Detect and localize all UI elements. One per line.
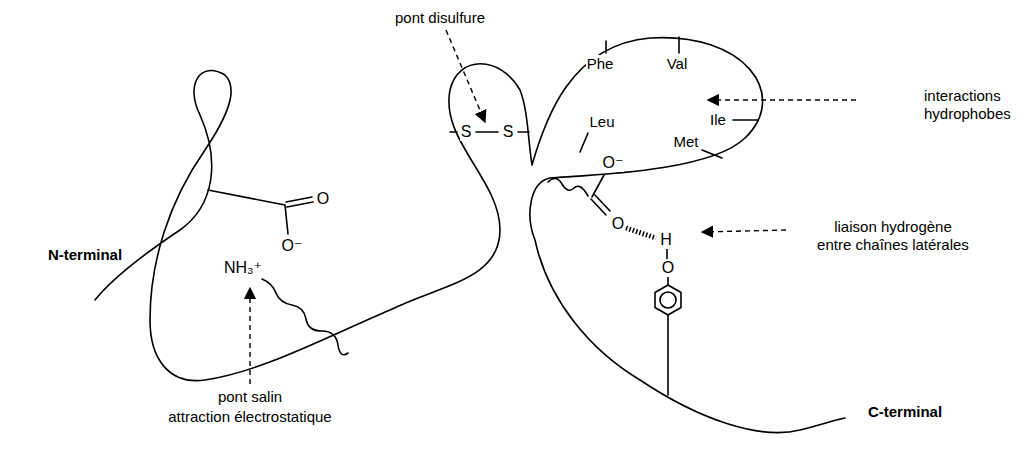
carboxylate-side-chain <box>548 175 610 215</box>
phenyl-ring-inner <box>660 292 676 308</box>
phenyl-ring <box>655 285 681 315</box>
pointer-arrow <box>702 230 786 232</box>
lysine-side-chain <box>262 279 348 355</box>
callout-label: attraction électrostatique <box>167 408 332 426</box>
callout-label: pont disulfure <box>394 9 486 27</box>
residue-label: Met <box>672 133 699 151</box>
atom-label: O <box>611 215 625 233</box>
callout-label: pont salin <box>217 388 283 406</box>
atom-label: S <box>502 123 515 141</box>
residue-label: Leu <box>588 113 615 131</box>
residue-label: Phe <box>586 55 615 73</box>
atom-label: O <box>316 190 330 208</box>
terminus-label: C-terminal <box>867 403 943 421</box>
callout-label: liaison hydrogène entre chaînes latérale… <box>816 218 971 254</box>
pointer-arrow <box>446 30 485 122</box>
carboxylate-side-chain <box>208 190 313 234</box>
hydrogen-bond <box>626 228 656 238</box>
atom-label: O <box>661 259 675 277</box>
residue-label: Ile <box>709 111 727 129</box>
atom-label: H <box>659 231 673 249</box>
side-chain-tick <box>580 37 758 158</box>
terminus-label: N-terminal <box>47 246 123 264</box>
atom-label: O⁻ <box>281 237 304 255</box>
pointer-arrow <box>708 99 856 100</box>
residue-label: Val <box>666 55 689 73</box>
atom-label: S <box>460 123 473 141</box>
polypeptide-chain <box>95 38 845 433</box>
pointer-arrow <box>249 288 250 384</box>
callout-label: interactions hydrophobes <box>923 87 947 123</box>
atom-label: O⁻ <box>602 154 625 172</box>
atom-label: NH₃⁺ <box>223 259 263 277</box>
